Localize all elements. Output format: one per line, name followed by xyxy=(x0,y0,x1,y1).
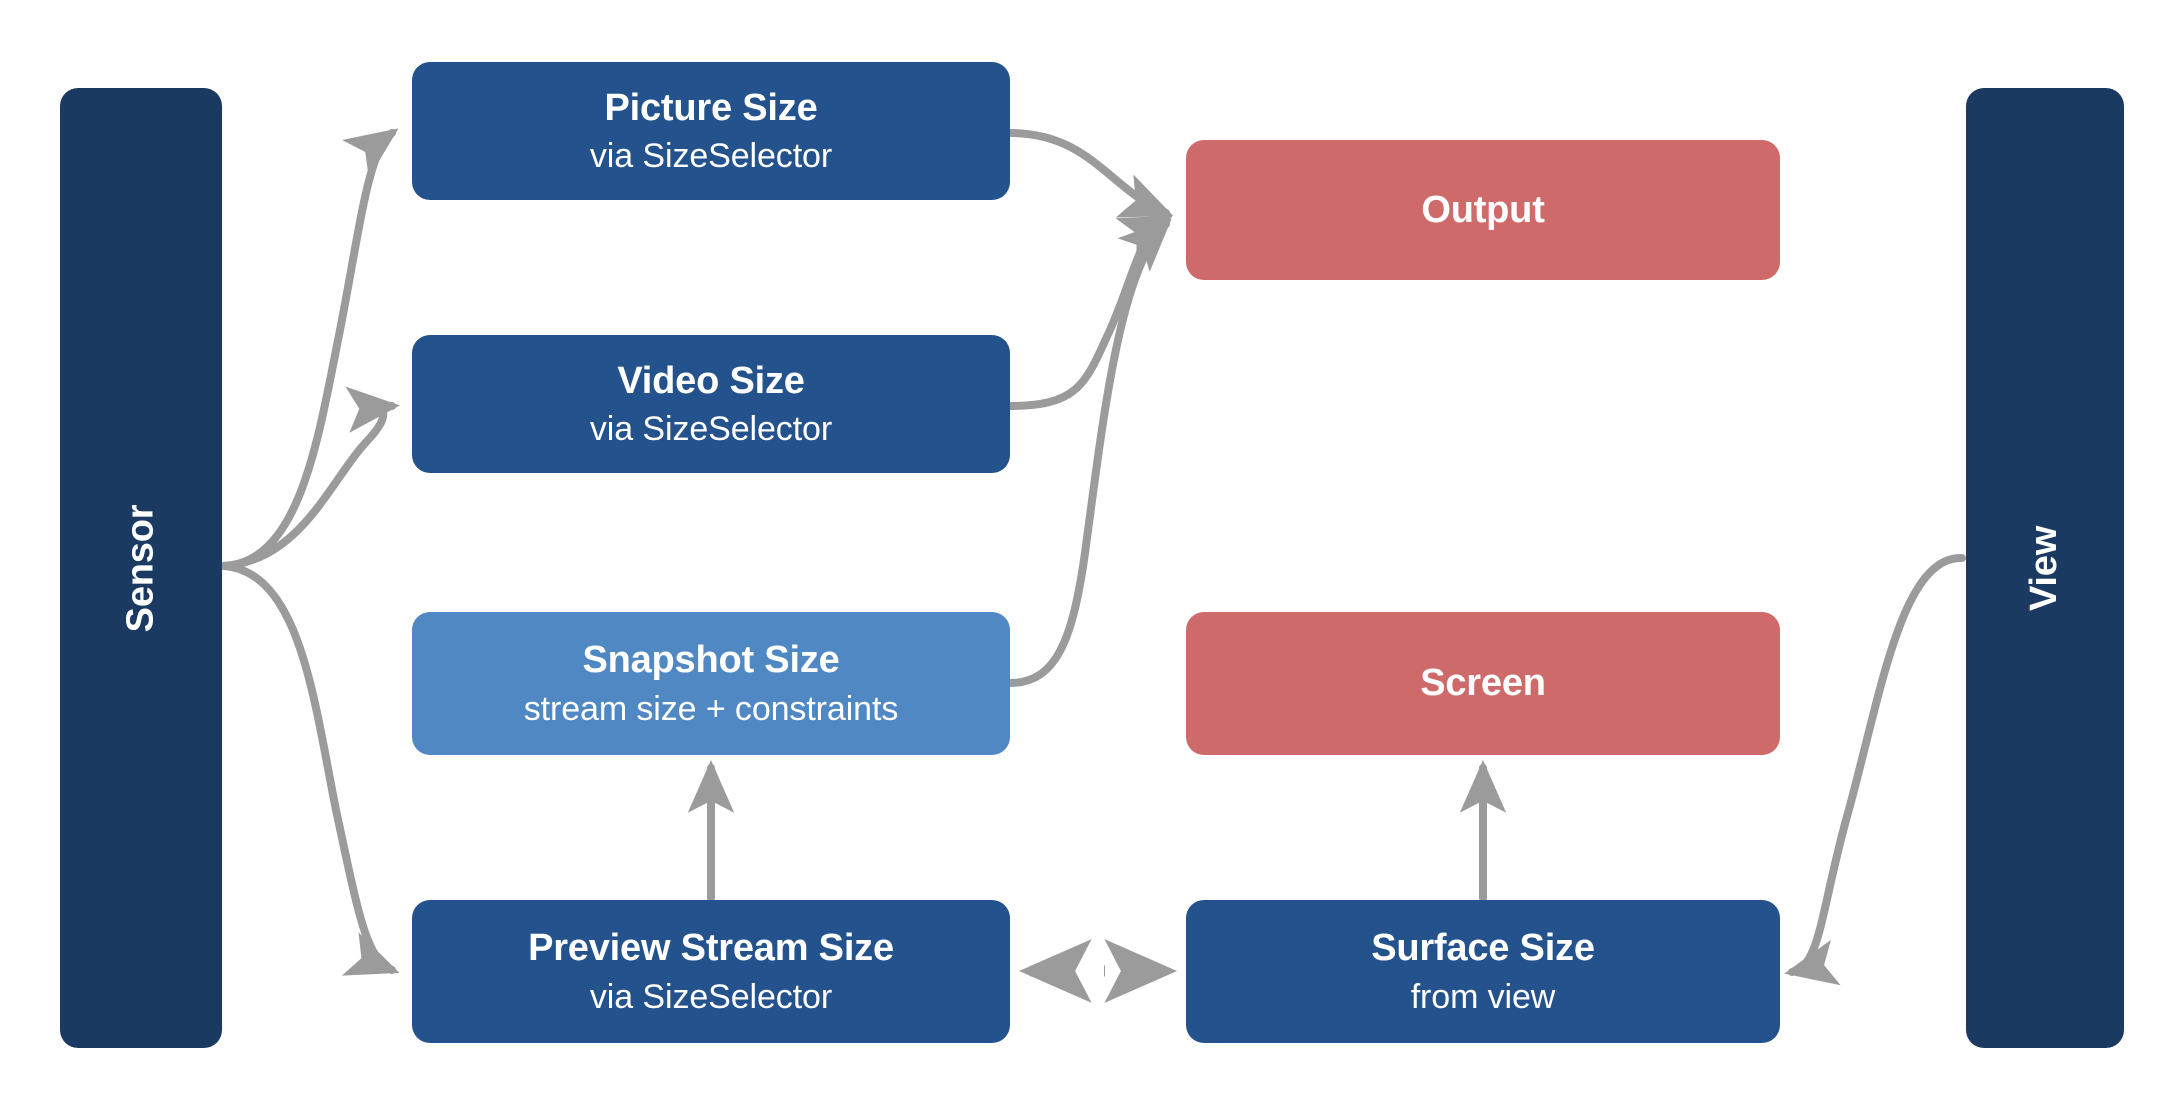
edge-sensor-picture xyxy=(220,128,399,570)
node-snapshot-size[interactable]: Snapshot Size stream size + constraints xyxy=(412,612,1010,755)
edge-sensor-preview xyxy=(220,562,400,976)
node-video-size-subtitle: via SizeSelector xyxy=(589,410,833,449)
node-output[interactable]: Output xyxy=(1186,140,1780,280)
node-screen-title: Screen xyxy=(1420,662,1546,705)
edge-picture-output xyxy=(1006,129,1174,218)
node-snapshot-size-subtitle: stream size + constraints xyxy=(523,689,899,728)
lane-view[interactable]: View xyxy=(1966,88,2124,1048)
node-video-size-title: Video Size xyxy=(617,359,805,402)
node-video-size[interactable]: Video Size via SizeSelector xyxy=(412,335,1010,473)
node-snapshot-size-title: Snapshot Size xyxy=(582,639,840,682)
edge-sensor-video xyxy=(220,386,400,570)
node-surface-size[interactable]: Surface Size from view xyxy=(1186,900,1780,1043)
lane-sensor[interactable]: Sensor xyxy=(60,88,222,1048)
edge-snapshot-output xyxy=(1006,218,1172,687)
node-picture-size-subtitle: via SizeSelector xyxy=(589,137,833,176)
node-preview-stream-size-title: Preview Stream Size xyxy=(528,927,894,970)
node-surface-size-subtitle: from view xyxy=(1410,977,1556,1016)
node-picture-size-title: Picture Size xyxy=(604,86,818,129)
lane-view-label: View xyxy=(2023,525,2066,611)
node-output-title: Output xyxy=(1421,188,1545,231)
edge-view-surface xyxy=(1784,553,1966,986)
node-preview-stream-size[interactable]: Preview Stream Size via SizeSelector xyxy=(412,900,1010,1043)
node-picture-size[interactable]: Picture Size via SizeSelector xyxy=(412,62,1010,200)
node-surface-size-title: Surface Size xyxy=(1371,927,1595,970)
lane-sensor-label: Sensor xyxy=(119,504,162,632)
node-screen[interactable]: Screen xyxy=(1186,612,1780,755)
node-preview-stream-size-subtitle: via SizeSelector xyxy=(589,977,833,1016)
edge-video-output xyxy=(1006,215,1174,410)
